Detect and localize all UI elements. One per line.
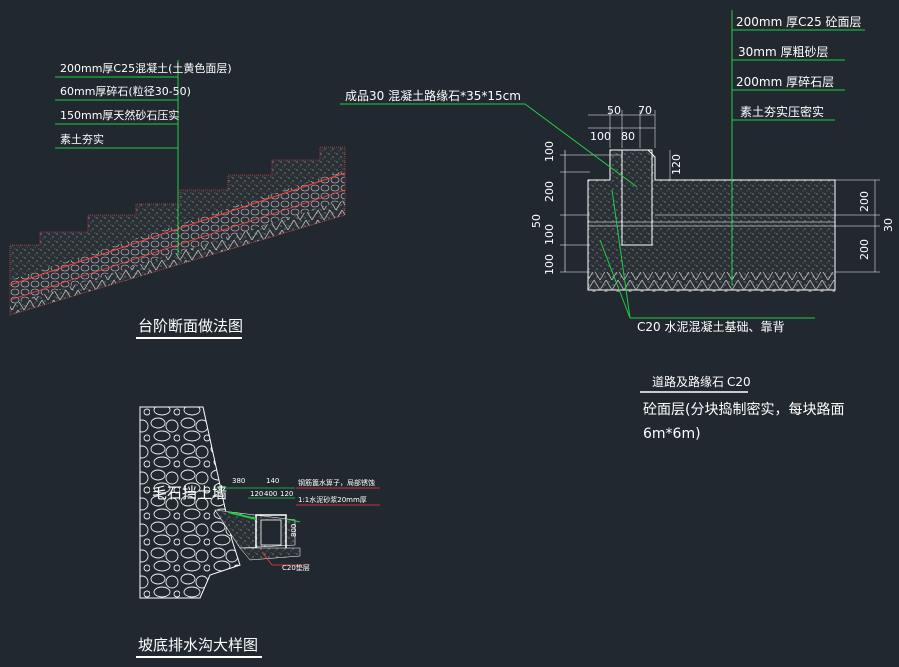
curb-stone xyxy=(621,149,653,246)
drain-label-mortar: 1:1水泥砂浆20mm厚 xyxy=(298,495,367,504)
road-layer-3: 200mm 厚碎石层 xyxy=(736,74,834,89)
road-layer-4: 素土夯实压密实 xyxy=(740,104,824,119)
road-note-1: 砼面层(分块捣制密实，每块路面 xyxy=(643,401,844,418)
curb-label: 成品30 混凝土路缘石*35*15cm xyxy=(345,88,521,103)
inner-dim-120: 120 xyxy=(670,154,683,175)
top-dim-70: 70 xyxy=(638,104,652,117)
stair-title: 台阶断面做法图 xyxy=(138,317,243,335)
drain-dim-400: 400 xyxy=(264,490,277,498)
road-note-2: 6m*6m) xyxy=(643,426,701,442)
drain-label-grate: 钢筋篦水箅子，局部锈蚀 xyxy=(298,478,375,487)
stair-layer-4: 素土夯实 xyxy=(60,132,104,146)
road-layer-2: 30mm 厚粗砂层 xyxy=(738,45,828,59)
drain-dim-800: 800 xyxy=(290,524,298,537)
drain-label-c20: C20垫层 xyxy=(282,563,310,572)
road-layer-1: 200mm 厚C25 砼面层 xyxy=(736,15,862,29)
right-dim-30: 30 xyxy=(882,218,895,232)
drain-dim-120a: 120 xyxy=(250,490,263,498)
drain-title: 坡底排水沟大样图 xyxy=(138,636,258,654)
drain-dim-120b: 120 xyxy=(280,490,293,498)
rubble-wall xyxy=(139,406,241,599)
road-title: 道路及路缘石 xyxy=(652,374,724,389)
wall-label: 毛石挡土墙 xyxy=(152,484,227,502)
stair-layer-1: 200mm厚C25混凝土(土黄色面层) xyxy=(60,61,232,75)
left-dim-1: 100 xyxy=(543,141,556,162)
stair-layer-3: 150mm厚天然砂石压实 xyxy=(60,108,179,122)
top-dim-50: 50 xyxy=(607,104,621,117)
road-concrete xyxy=(587,149,836,291)
road-section: 100 200 50 100 100 50 70 100 80 120 200 … xyxy=(340,10,895,442)
top-dim-80: 80 xyxy=(621,130,635,143)
left-dim-5: 100 xyxy=(543,254,556,275)
base-label: C20 水泥混凝土基础、靠背 xyxy=(637,319,784,334)
right-dim-200a: 200 xyxy=(858,191,871,212)
right-dim-200b: 200 xyxy=(858,239,871,260)
left-dim-2: 200 xyxy=(543,181,556,202)
road-note-c20: C20 xyxy=(727,375,751,389)
drain-dim-140: 140 xyxy=(266,477,279,485)
drain-section: 380 140 120 400 120 800 钢筋篦水箅子，局部锈蚀 1:1水… xyxy=(136,406,380,658)
stair-layer-2: 60mm厚碎石(粒径30-50) xyxy=(60,84,191,98)
drain-dim-380: 380 xyxy=(232,477,245,485)
road-soil xyxy=(588,272,835,292)
left-dim-3: 50 xyxy=(530,214,543,228)
left-dim-4: 100 xyxy=(543,224,556,245)
stair-soil-layer xyxy=(10,200,345,315)
top-dim-100: 100 xyxy=(590,130,611,143)
stair-section: 200mm厚C25混凝土(土黄色面层) 60mm厚碎石(粒径30-50) 150… xyxy=(9,60,346,339)
